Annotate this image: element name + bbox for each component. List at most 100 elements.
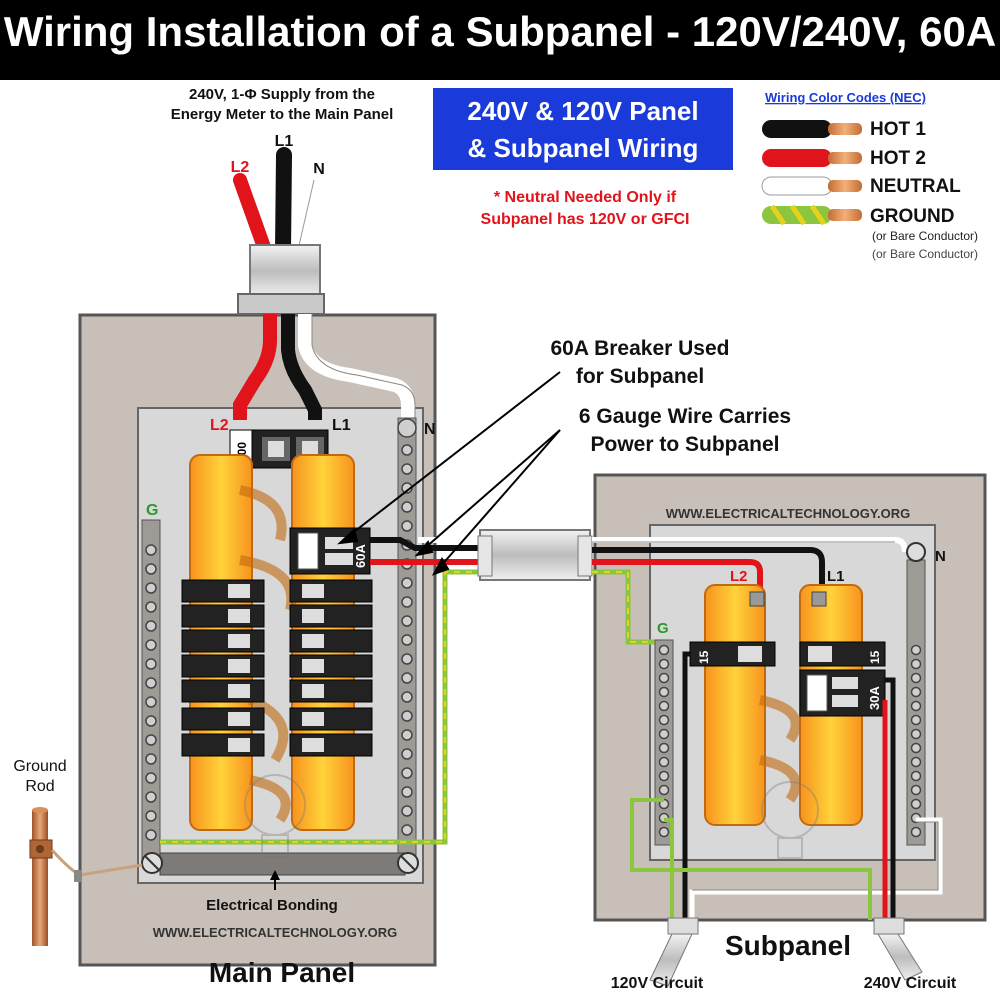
bonding-label: Electrical Bonding: [206, 897, 338, 914]
ground-bar-screw: [145, 734, 157, 746]
neutral-bar-screw: [401, 786, 413, 798]
ground-bar-screw: [658, 658, 670, 670]
breaker-toggle: [302, 609, 324, 623]
ground-bar-screw: [145, 715, 157, 727]
supply-label-l2: L2: [231, 159, 250, 176]
circuit-120v-cable: [649, 917, 699, 987]
neutral-bar-screw: [910, 672, 922, 684]
neutral-bar-screw: [910, 770, 922, 782]
neutral-note-line-2: Subpanel has 120V or GFCI: [481, 211, 690, 228]
neutral-bar-screw: [401, 824, 413, 836]
page-title: Wiring Installation of a Subpanel - 120V…: [3, 8, 997, 55]
sub-label-l1: L1: [827, 568, 845, 585]
legend-ground-subnote-2: (or Bare Conductor): [872, 247, 978, 261]
sub-label-n: N: [935, 548, 946, 565]
branch-240v-hot1: [885, 677, 896, 920]
ground-bar-screw: [145, 639, 157, 651]
subpanel-caption: Subpanel: [725, 930, 851, 961]
neutral-terminal-screw: [397, 418, 417, 438]
neutral-bar-screw: [401, 672, 413, 684]
breaker-toggle: [228, 738, 250, 752]
sub-breaker-30a-rating: 30A: [867, 686, 882, 710]
breaker-toggle: [228, 634, 250, 648]
breaker-toggle: [228, 609, 250, 623]
main-branch-breakers: [181, 579, 373, 757]
banner-line-1: 240V & 120V Panel: [467, 96, 698, 126]
breaker-toggle: [228, 684, 250, 698]
ground-bar-screw: [145, 772, 157, 784]
neutral-bar-screw: [910, 700, 922, 712]
callout-breaker-line-1: 60A Breaker Used: [551, 337, 730, 360]
neutral-bar-screw: [910, 686, 922, 698]
ground-bar-screw: [658, 728, 670, 740]
ground-bar-screw: [658, 756, 670, 768]
feeder-hot1-wire: [370, 537, 490, 551]
ground-bar-screw: [145, 544, 157, 556]
ground-bar-screw: [658, 700, 670, 712]
ground-bar-screw: [145, 620, 157, 632]
neutral-bar-screw: [401, 748, 413, 760]
neutral-bar-screw: [401, 653, 413, 665]
sub-neutral-wire: [592, 537, 908, 553]
neutral-bar-screw: [401, 805, 413, 817]
ground-bar-screw: [658, 672, 670, 684]
title-bar: Wiring Installation of a Subpanel - 120V…: [0, 0, 1000, 80]
sub-breaker-30a: 30A: [799, 669, 886, 717]
supply-text-line-2: Energy Meter to the Main Panel: [171, 106, 394, 123]
neutral-bar-screw: [401, 520, 413, 532]
branch-breaker-left: [181, 707, 265, 731]
ground-bar-screw: [658, 714, 670, 726]
branch-breaker-left: [181, 733, 265, 757]
branch-breaker-left: [181, 654, 265, 678]
branch-ground-extra: [664, 818, 674, 920]
breaker-toggle: [302, 712, 324, 726]
supply-label-n: N: [313, 161, 325, 178]
neutral-bar-screw: [910, 658, 922, 670]
branch-120v-neutral: [689, 817, 943, 920]
neutral-bar-screw: [401, 634, 413, 646]
circuit-120v-label: 120V Circuit: [611, 975, 704, 992]
ground-bar-screw: [145, 582, 157, 594]
breaker-toggle: [228, 712, 250, 726]
main-label-l2: L2: [210, 417, 229, 434]
sub-hot2-wire: [592, 559, 763, 598]
callout-wire-line-2: Power to Subpanel: [590, 433, 779, 456]
banner-line-2: & Subpanel Wiring: [468, 133, 699, 163]
main-label-g: G: [146, 502, 158, 519]
breaker-toggle: [302, 659, 324, 673]
neutral-bar-screw: [910, 826, 922, 838]
color-legend: Wiring Color Codes (NEC) HOT 1 HOT 2 NEU…: [761, 90, 978, 261]
legend-label-hot2: HOT 2: [870, 148, 926, 169]
circuit-240v-cable: [873, 917, 923, 981]
sub-breaker-15-right-rating: 15: [868, 650, 882, 664]
legend-title: Wiring Color Codes (NEC): [765, 90, 926, 105]
info-banner: 240V & 120V Panel & Subpanel Wiring: [433, 88, 733, 170]
supply-label-l1: L1: [275, 133, 294, 150]
ground-bar-screw: [145, 829, 157, 841]
sub-feed-breaker: 60A: [289, 527, 371, 575]
sub-breaker-15-right: 15: [799, 641, 886, 667]
breaker-toggle: [302, 738, 324, 752]
callout-breaker-line-2: for Subpanel: [576, 365, 704, 388]
neutral-bar-screw: [401, 729, 413, 741]
branch-breaker-left: [181, 629, 265, 653]
legend-wire-neutral-icon: [761, 176, 862, 196]
ground-rod-label-2: Rod: [25, 778, 54, 795]
sub-label-g: G: [657, 620, 669, 637]
branch-breaker-left: [181, 679, 265, 703]
legend-wire-hot1-icon: [762, 120, 862, 138]
legend-label-neutral: NEUTRAL: [870, 176, 961, 197]
ground-bar-screw: [145, 696, 157, 708]
neutral-bar-screw: [910, 742, 922, 754]
main-label-l1: L1: [332, 417, 351, 434]
supply-text-line-1: 240V, 1-Φ Supply from the: [189, 86, 375, 103]
sub-hot1-wire: [592, 547, 825, 598]
ground-rod: [29, 807, 143, 946]
branch-breaker-left: [181, 579, 265, 603]
neutral-bar-screw: [401, 463, 413, 475]
ground-bar-screw: [658, 784, 670, 796]
neutral-bar-screw: [401, 444, 413, 456]
ground-bar-screw: [145, 810, 157, 822]
breaker-toggle: [302, 684, 324, 698]
